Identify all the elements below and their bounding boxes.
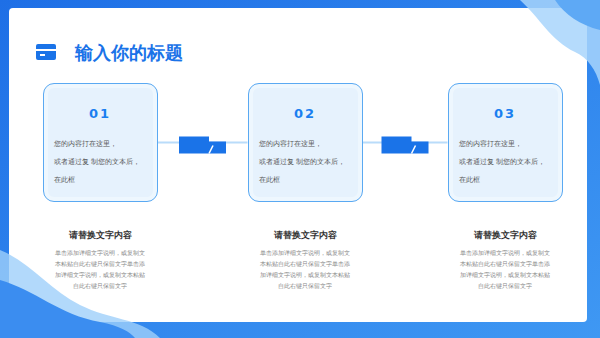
card-text: 您的内容打在这里，或者通过复 制您的文本后，在此框 [459,135,552,189]
card-box: 01 您的内容打在这里，或者通过复 制您的文本后，在此框 [43,83,158,202]
step-column: 01 您的内容打在这里，或者通过复 制您的文本后，在此框请替换文字内容单击添加详细… [38,83,162,291]
card-text: 您的内容打在这里，或者通过复 制您的文本后，在此框 [259,135,352,189]
sub-heading: 请替换文字内容 [38,229,162,241]
sub-heading: 请替换文字内容 [443,229,567,241]
step-column: 03 您的内容打在这里，或者通过复 制您的文本后，在此框请替换文字内容单击添加详细… [443,83,567,291]
sub-body: 单击添加详细文字说明，或复制文 本粘贴自此右键只保留文字单击添 加详细文字说明，… [446,247,564,291]
card-box: 02 您的内容打在这里，或者通过复 制您的文本后，在此框 [248,83,363,202]
icon-stripe [36,49,56,51]
icon-mark [40,54,45,56]
connector-group [158,137,248,154]
step-column: 02 您的内容打在这里，或者通过复 制您的文本后，在此框请替换文字内容单击添加详细… [243,83,367,291]
connector-block [382,137,429,154]
connector [158,142,248,144]
sub-body: 单击添加详细文字说明，或复制文 本粘贴自此右键只保留文字单击添 加详细文字说明，… [41,247,159,291]
icon-body [36,44,56,60]
connector-notch [412,146,416,154]
connector [363,142,448,144]
card-number: 03 [459,106,552,122]
wave-decoration [520,0,600,85]
card-number: 02 [259,106,352,122]
card-number: 01 [54,106,147,122]
white-panel [9,8,587,322]
slide-title: 输入你的标题 [75,42,183,64]
title-icon [36,44,56,60]
card-text: 您的内容打在这里，或者通过复 制您的文本后，在此框 [54,135,147,189]
sub-body: 单击添加详细文字说明，或复制文 本粘贴自此右键只保留文字单击添 加详细文字说明，… [246,247,364,291]
card-box: 03 您的内容打在这里，或者通过复 制您的文本后，在此框 [448,83,563,202]
connector-notch [209,146,213,154]
wave-decoration [555,0,600,30]
connector-block [179,137,226,154]
connector-group [363,137,448,154]
sub-heading: 请替换文字内容 [243,229,367,241]
